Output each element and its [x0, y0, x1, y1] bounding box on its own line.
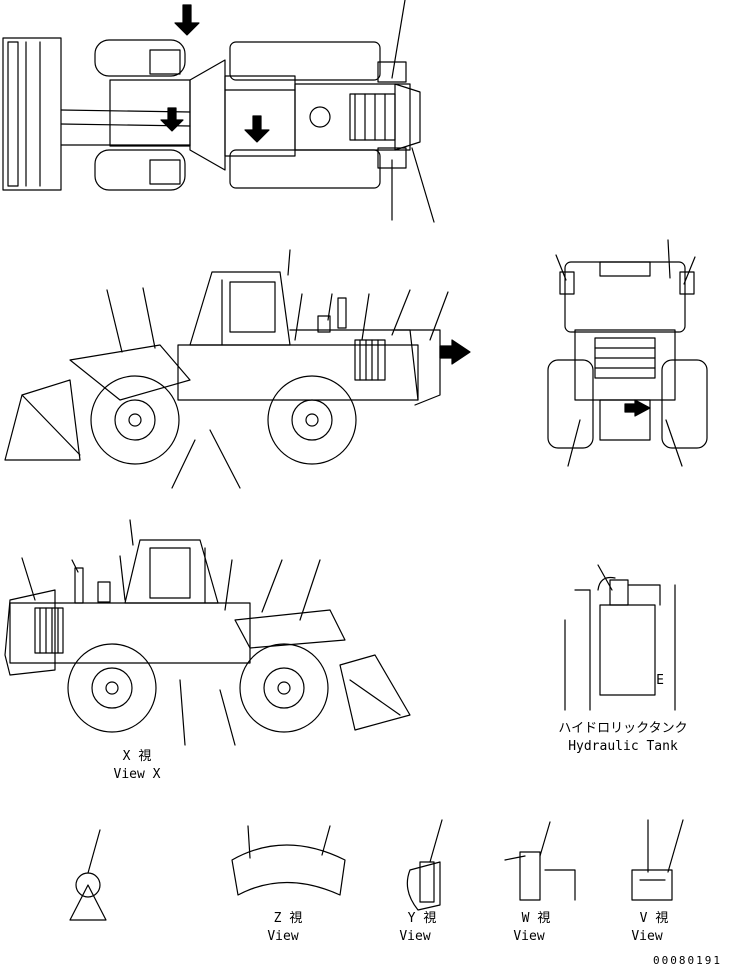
tank-mark-label: E — [656, 673, 664, 688]
hydraulic-tank-detail — [564, 564, 676, 711]
right-side-view-loader — [4, 519, 411, 746]
view-v-label-en: View — [631, 929, 663, 944]
view-z-label-en: View — [267, 929, 299, 944]
view-z-label-jp: Z 視 — [273, 911, 303, 926]
view-v-label-jp: V 視 — [639, 911, 669, 926]
rear-view-loader — [547, 239, 708, 467]
document-number: 00080191 — [653, 954, 722, 967]
view-v-detail — [631, 819, 684, 901]
view-w-label-en: View — [513, 929, 545, 944]
view-x-label-jp: X 視 — [122, 749, 152, 764]
view-y-detail — [406, 819, 443, 911]
top-view-loader — [2, 0, 435, 223]
left-side-view-loader — [4, 249, 471, 489]
view-y-label-jp: Y 視 — [407, 911, 437, 926]
view-x-label-en: View X — [113, 767, 161, 782]
view-y-label-en: View — [399, 929, 431, 944]
hydraulic-tank-label-jp: ハイドロリックタンク — [558, 721, 688, 736]
hydraulic-tank-label-en: Hydraulic Tank — [568, 739, 678, 754]
view-z-detail — [231, 825, 346, 896]
view-w-detail — [504, 821, 576, 901]
view-w-label-jp: W 視 — [521, 911, 551, 926]
warning-triangle-detail — [69, 829, 107, 921]
